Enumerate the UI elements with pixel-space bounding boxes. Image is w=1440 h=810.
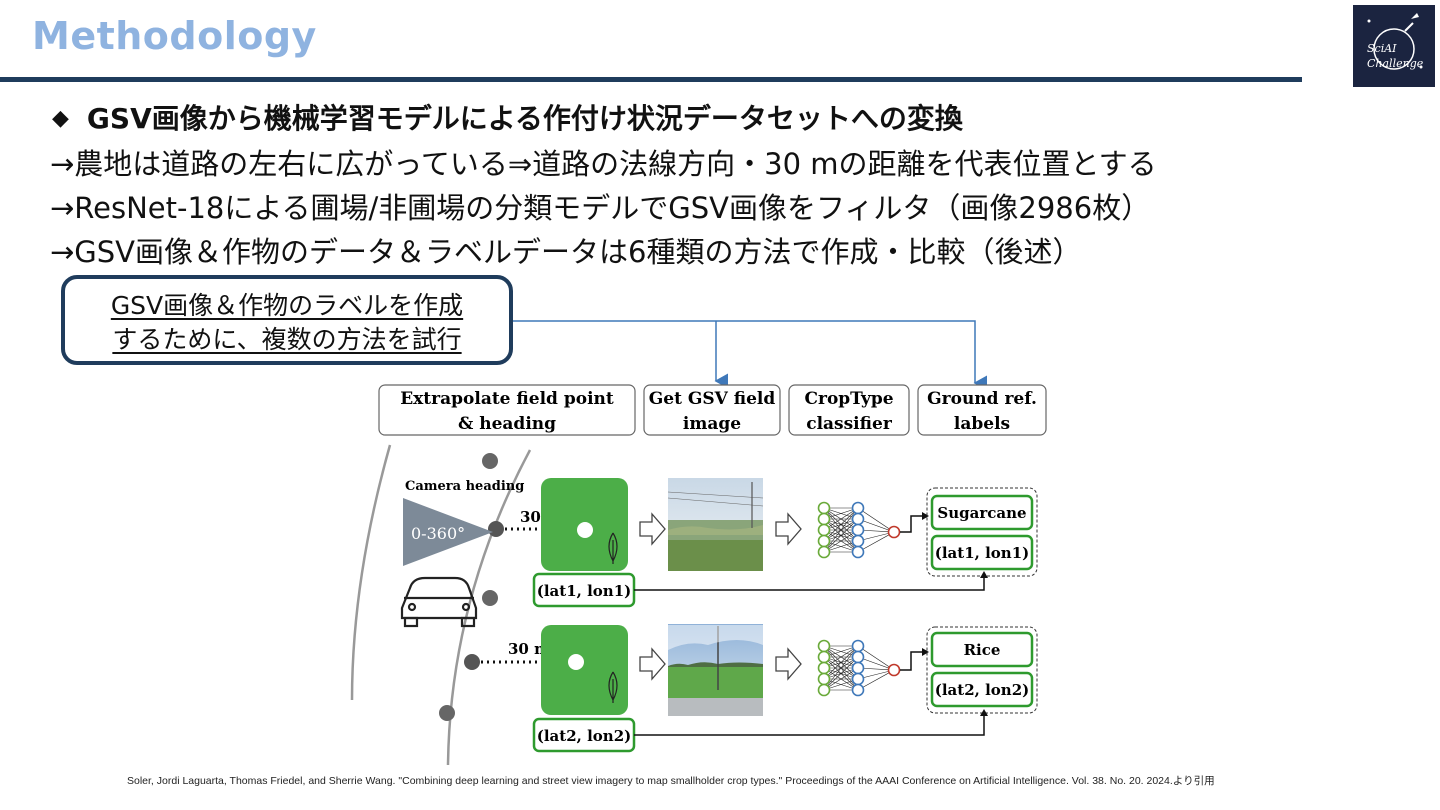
logo-text-1: SciAI (1367, 42, 1397, 55)
flow-arrow (775, 647, 802, 681)
nn-node (817, 672, 831, 686)
nn-node (851, 545, 865, 559)
stage-label-3a: CropType (804, 389, 893, 409)
label-box-rice (930, 631, 1034, 668)
stage-label-1a: Extrapolate field point (400, 389, 614, 409)
crop-icon (608, 532, 618, 564)
camera-heading-label: Camera heading (405, 479, 524, 494)
label-coord-2: (lat2, lon2) (935, 681, 1029, 699)
road-point-active-2 (464, 654, 480, 670)
bullet-heading-text: GSV画像から機械学習モデルによる作付け状況データセットへの変換 (86, 102, 963, 135)
distance-label-2: 30 m (508, 640, 550, 658)
field-coord-1: (lat1, lon1) (537, 582, 631, 600)
nn-node (817, 523, 831, 537)
callout-line-1: GSV画像＆作物のラベルを作成 (110, 291, 464, 320)
car-icon (400, 576, 478, 628)
road-edge-right (446, 449, 532, 766)
logo-text-2: Challenge (1367, 57, 1424, 70)
nn-node (817, 512, 831, 526)
angle-label: 0-360° (411, 524, 465, 543)
flow-arrow (639, 647, 666, 681)
nn-node (817, 639, 831, 653)
nn-node (851, 650, 865, 664)
gsv-image-sugarcane (667, 478, 764, 571)
body-line-1: →農地は道路の左右に広がっている⇒道路の法線方向・30 mの距離を代表位置とする (50, 147, 1157, 181)
stage-box-gsv (643, 384, 781, 436)
road-point (482, 453, 498, 469)
nn-node (851, 512, 865, 526)
nn-node (851, 523, 865, 537)
stage-label-3b: classifier (806, 414, 893, 434)
label-coord-box-1 (930, 534, 1034, 571)
road-point-active-1 (488, 521, 504, 537)
label-coord-box-2 (930, 671, 1034, 708)
stage-box-extrapolate (378, 384, 636, 436)
nn-output-node (887, 663, 901, 677)
field-coord-2: (lat2, lon2) (537, 727, 631, 745)
stage-label-1b: & heading (458, 414, 556, 434)
flow-arrow (639, 512, 666, 546)
bullet-heading: ◆ GSV画像から機械学習モデルによる作付け状況データセットへの変換 (52, 97, 963, 137)
challenge-logo: SciAI Challenge (1353, 5, 1435, 87)
citation: Soler, Jordi Laguarta, Thomas Friedel, a… (127, 775, 1215, 787)
page-title: Methodology (32, 14, 317, 58)
stage-box-classifier (788, 384, 910, 436)
nn-output-node (887, 525, 901, 539)
stage-label-4a: Ground ref. (927, 389, 1037, 409)
callout-box: GSV画像＆作物のラベルを作成 するために、複数の方法を試行 (61, 275, 513, 365)
connector-arrow-labels (513, 320, 987, 391)
nn-node (851, 683, 865, 697)
callout-line-2: するために、複数の方法を試行 (112, 325, 462, 354)
field-point-2 (568, 654, 584, 670)
nn-node (851, 672, 865, 686)
stage-label-4b: labels (954, 414, 1010, 434)
field-square-2 (541, 625, 628, 715)
croptype-classifier-network-1 (823, 507, 895, 553)
label-sugarcane: Sugarcane (937, 504, 1026, 522)
title-divider (0, 77, 1302, 82)
flow-arrow (775, 512, 802, 546)
output-arrow-1 (900, 515, 924, 533)
nn-node (851, 501, 865, 515)
nn-node (851, 639, 865, 653)
stage-label-2a: Get GSV field (649, 389, 776, 409)
body-line-3: →GSV画像＆作物のデータ＆ラベルデータは6種類の方法で作成・比較（後述） (50, 235, 1082, 269)
road-edge-left (350, 444, 392, 701)
field-point-1 (577, 522, 593, 538)
nn-node (817, 545, 831, 559)
stage-box-labels (917, 384, 1047, 436)
output-arrow-2 (900, 651, 924, 671)
coord-link-arrow-2 (634, 712, 985, 736)
nn-node (817, 501, 831, 515)
nn-node (851, 661, 865, 675)
gsv-image-rice (668, 624, 763, 716)
method-figure: Extrapolate field point & heading Get GS… (350, 384, 1047, 766)
body-line-2: →ResNet-18による圃場/非圃場の分類モデルでGSV画像をフィルタ（画像2… (50, 191, 1151, 225)
diamond-bullet-icon: ◆ (52, 106, 69, 131)
nn-node (817, 650, 831, 664)
road-point (439, 705, 455, 721)
nn-node (817, 683, 831, 697)
label-rice: Rice (964, 641, 1001, 659)
nn-node (817, 534, 831, 548)
camera-heading-cone (403, 498, 493, 566)
label-box-sugarcane (930, 494, 1034, 531)
crop-icon (608, 671, 618, 703)
stage-label-2b: image (683, 414, 741, 434)
road-point (482, 590, 498, 606)
coord-link-arrow-1 (634, 574, 985, 591)
croptype-classifier-network-2 (823, 645, 895, 691)
label-coord-1: (lat1, lon1) (935, 544, 1029, 562)
nn-node (851, 534, 865, 548)
nn-node (817, 661, 831, 675)
